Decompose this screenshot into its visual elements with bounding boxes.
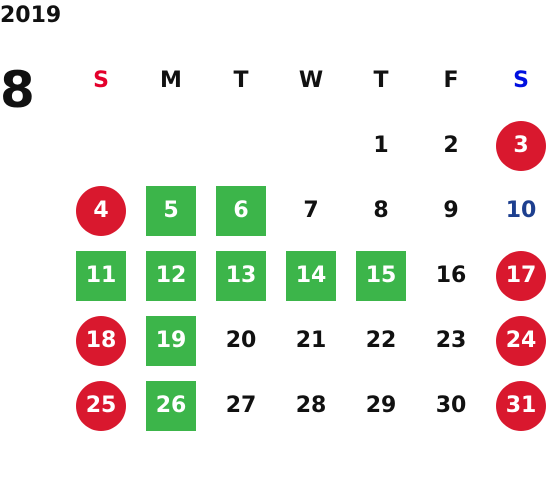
holiday-day-marker: 24 [496,315,546,366]
day-number: 9 [443,198,459,223]
day-number: 16 [435,263,467,288]
day-cell[interactable]: 22 [346,308,416,373]
day-cell[interactable]: 9 [416,178,486,243]
day-cell[interactable]: 10 [486,178,548,243]
day-cell[interactable]: 14 [276,243,346,308]
day-number: 28 [295,393,327,418]
day-cell[interactable]: 17 [486,243,548,308]
day-cell[interactable]: 23 [416,308,486,373]
day-cell[interactable]: 13 [206,243,276,308]
weekday-header: T [373,68,389,93]
holiday-day-marker: 25 [76,380,126,431]
day-cell[interactable]: 25 [66,373,136,438]
day-cell[interactable]: 2 [416,113,486,178]
day-number: 1 [373,133,389,158]
highlighted-day-marker: 19 [146,315,196,366]
day-cell[interactable]: 20 [206,308,276,373]
day-cell[interactable]: 28 [276,373,346,438]
holiday-day-marker: 3 [496,120,546,171]
day-number: 27 [225,393,257,418]
highlighted-day-marker: 13 [216,250,266,301]
highlighted-day-marker: 12 [146,250,196,301]
day-number: 21 [295,328,327,353]
day-number: 29 [365,393,397,418]
day-number: 23 [435,328,467,353]
day-number: 8 [373,198,389,223]
day-cell[interactable]: 26 [136,373,206,438]
day-cell[interactable]: 8 [346,178,416,243]
highlighted-day-marker: 15 [356,250,406,301]
day-cell[interactable]: 21 [276,308,346,373]
day-cell [206,113,276,178]
day-cell[interactable]: 15 [346,243,416,308]
day-number: 30 [435,393,467,418]
day-cell[interactable]: 19 [136,308,206,373]
holiday-day-marker: 4 [76,185,126,236]
day-cell [276,113,346,178]
day-cell[interactable]: 27 [206,373,276,438]
day-cell[interactable]: 24 [486,308,548,373]
day-cell[interactable]: 5 [136,178,206,243]
weekday-header: F [443,68,459,93]
day-number: 10 [505,198,537,223]
day-cell[interactable]: 18 [66,308,136,373]
day-cell[interactable]: 29 [346,373,416,438]
month-label: 8 [0,61,35,119]
highlighted-day-marker: 26 [146,380,196,431]
day-cell[interactable]: 16 [416,243,486,308]
day-cell[interactable]: 7 [276,178,346,243]
highlighted-day-marker: 11 [76,250,126,301]
weekday-header: T [233,68,249,93]
weekday-header: W [298,68,324,93]
day-cell[interactable]: 31 [486,373,548,438]
day-number: 20 [225,328,257,353]
day-number: 7 [303,198,319,223]
weekday-header: S [93,68,109,93]
day-cell[interactable]: 1 [346,113,416,178]
day-cell [66,113,136,178]
day-number: 22 [365,328,397,353]
holiday-day-marker: 31 [496,380,546,431]
day-cell[interactable]: 11 [66,243,136,308]
holiday-day-marker: 17 [496,250,546,301]
highlighted-day-marker: 5 [146,185,196,236]
highlighted-day-marker: 14 [286,250,336,301]
holiday-day-marker: 18 [76,315,126,366]
highlighted-day-marker: 6 [216,185,266,236]
weekday-header: M [160,68,182,93]
day-cell [136,113,206,178]
day-cell[interactable]: 4 [66,178,136,243]
day-number: 2 [443,133,459,158]
day-cell[interactable]: 3 [486,113,548,178]
weekday-header: S [513,68,529,93]
year-label: 2019 [0,3,62,28]
day-cell[interactable]: 6 [206,178,276,243]
day-cell[interactable]: 30 [416,373,486,438]
day-cell[interactable]: 12 [136,243,206,308]
